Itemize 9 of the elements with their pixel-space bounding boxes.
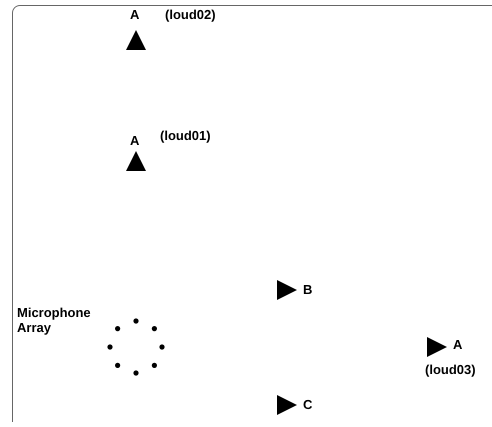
label-text: B	[303, 282, 312, 297]
label-text: (loud03)	[425, 362, 476, 377]
label-text: C	[303, 397, 312, 412]
label-text: (loud02)	[165, 7, 216, 22]
label-text: (loud01)	[160, 128, 211, 143]
label-text: A	[130, 133, 140, 148]
label-text: A	[130, 7, 140, 22]
label-text: A	[453, 337, 462, 352]
label-text: Microphone Array	[17, 305, 92, 335]
